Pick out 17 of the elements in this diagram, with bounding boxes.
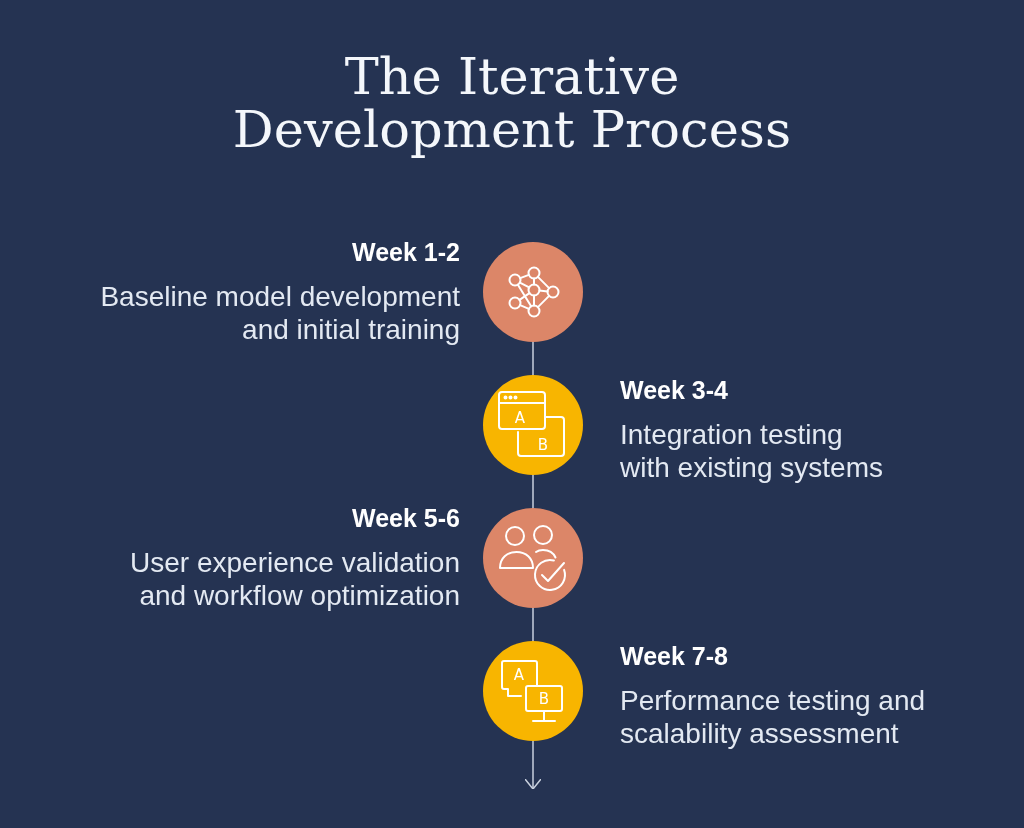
step-heading: Week 1-2 — [352, 237, 460, 267]
icon-letter: B — [537, 437, 549, 453]
connector-line — [532, 341, 534, 376]
arrow — [524, 740, 542, 790]
step-heading: Week 5-6 — [352, 503, 460, 533]
step-description: User experience validation and workflow optimization — [129, 546, 460, 612]
icon-letter: A — [514, 410, 526, 426]
icon-letter: B — [538, 691, 550, 707]
step-description: Baseline model development and initial training — [99, 280, 460, 346]
step-heading: Week 3-4 — [620, 375, 728, 405]
connector-line — [532, 474, 534, 509]
step-description: Integration testing with existing systems — [620, 418, 884, 484]
connector-line — [532, 607, 534, 642]
step-heading: Week 7-8 — [620, 641, 728, 671]
icon-letter: A — [513, 667, 525, 683]
title: The Iterative Development Process — [231, 50, 793, 156]
step-description: Performance testing and scalability assessment — [620, 684, 927, 750]
